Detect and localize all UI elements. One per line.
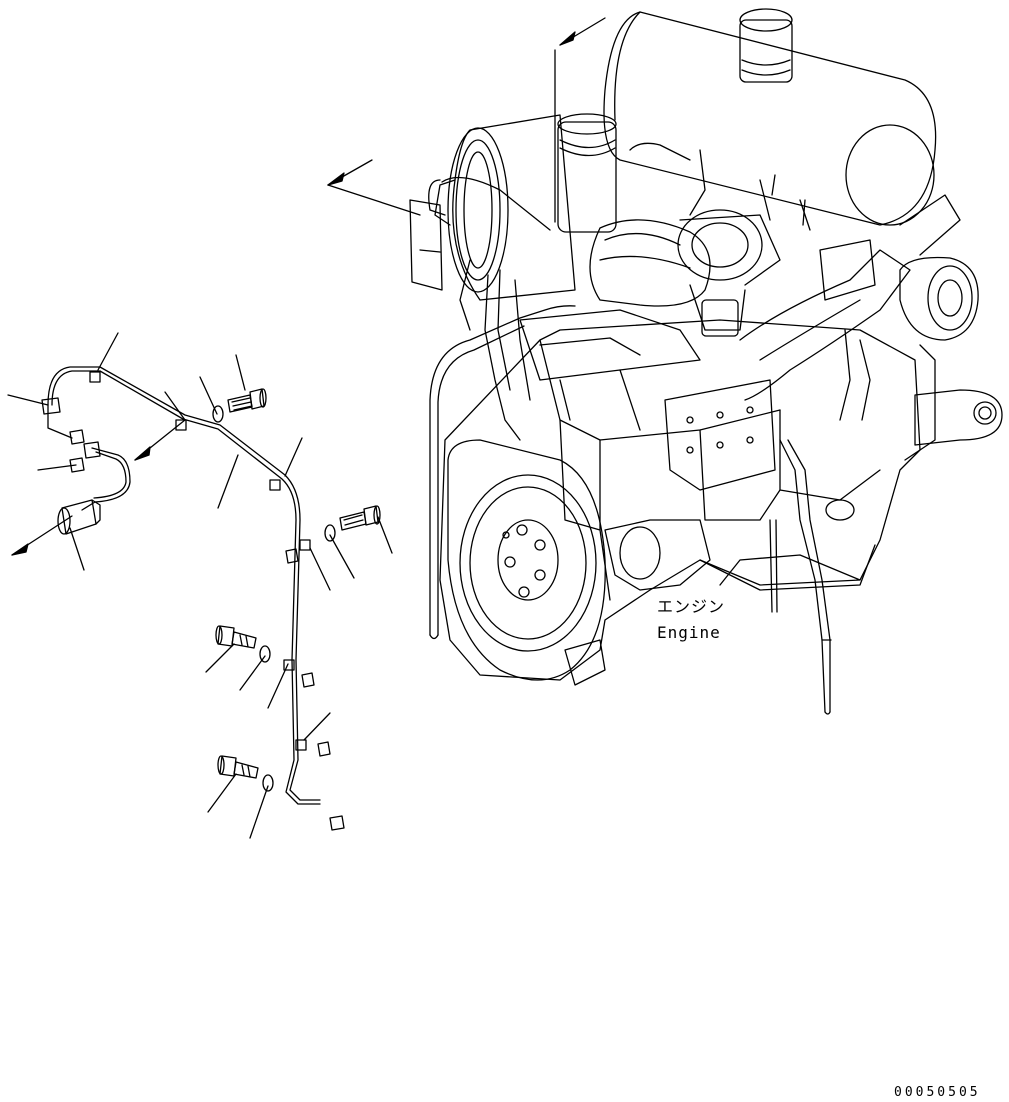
clip-1: [90, 372, 100, 382]
drawing-number: 00050505: [894, 1085, 981, 1100]
mounting-lug: [915, 390, 1002, 445]
engine-label-english: Engine: [657, 623, 721, 642]
sensor-component: [58, 500, 100, 534]
bolt-2: [340, 506, 380, 530]
flywheel-housing: [448, 440, 605, 680]
starter-motor: [565, 520, 710, 685]
bolts-and-washers: [213, 389, 380, 791]
washer-1: [213, 406, 223, 422]
bolt-3: [216, 626, 256, 648]
sensor-harness: [42, 367, 344, 830]
washer-3: [260, 646, 270, 662]
engine-block: [440, 310, 920, 680]
muffler: [604, 9, 936, 225]
engine-hoses: [430, 143, 870, 714]
turbocharger: [678, 210, 780, 336]
arrow-heads: [328, 32, 575, 185]
clip-6: [296, 740, 306, 750]
clip-5: [284, 660, 294, 670]
exhaust-elbow: [558, 114, 710, 306]
washer-4: [263, 775, 273, 791]
bolt-4: [218, 756, 258, 778]
left-arrow-heads: [12, 447, 150, 555]
part-leaders: [8, 333, 392, 838]
clip-4: [300, 540, 310, 550]
air-cleaner: [429, 115, 575, 300]
bolt-1: [228, 389, 266, 412]
clip-3: [270, 480, 280, 490]
engine-label-japanese: エンジン: [657, 597, 726, 616]
intake-duct: [740, 195, 960, 400]
bracket-plates: [410, 200, 875, 490]
clip-2: [176, 420, 186, 430]
engine-assembly: [328, 9, 1002, 714]
oil-pan: [700, 500, 875, 590]
washer-2: [325, 525, 335, 541]
